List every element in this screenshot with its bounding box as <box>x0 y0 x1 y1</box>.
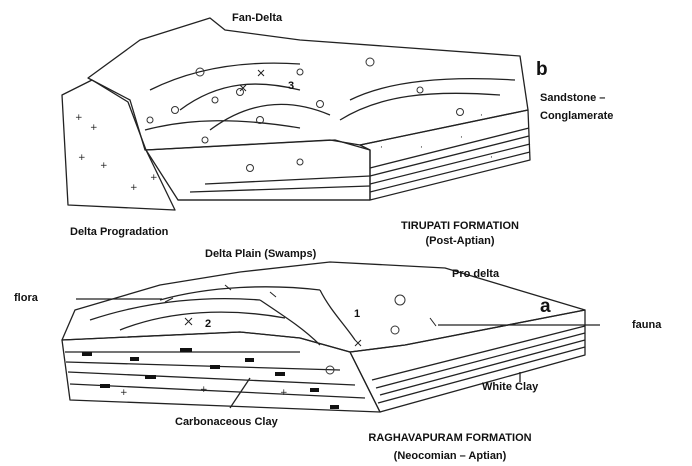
block-b-letter: b <box>536 63 548 76</box>
lower-block-front-face <box>62 332 380 412</box>
svg-text:+: + <box>78 153 86 163</box>
delta-plain-label: Delta Plain (Swamps) <box>205 248 316 261</box>
svg-text:+: + <box>150 173 158 183</box>
svg-text:+: + <box>75 113 83 123</box>
tirupati-formation-label: TIRUPATI FORMATION <box>375 220 545 233</box>
fauna-label: fauna <box>632 319 661 332</box>
upper-block-front-face <box>146 140 370 200</box>
zone-number-2: 2 <box>205 318 211 330</box>
block-a-letter: a <box>540 300 551 313</box>
raghavapuram-age-label: (Neocomian – Aptian) <box>335 450 565 463</box>
upper-block-top-surface <box>88 18 528 150</box>
svg-text:+: + <box>130 183 138 193</box>
zone-number-3: 3 <box>288 80 294 92</box>
upper-block-left-mound <box>62 80 175 210</box>
svg-text:·: · <box>480 111 483 121</box>
flora-label: flora <box>14 292 38 305</box>
svg-text:·: · <box>460 133 463 143</box>
svg-text:+: + <box>120 388 128 398</box>
upper-block-right-face <box>360 110 530 200</box>
svg-text:+: + <box>90 123 98 133</box>
raghavapuram-formation-label: RAGHAVAPURAM FORMATION <box>335 432 565 445</box>
svg-text:·: · <box>380 143 383 153</box>
svg-text:·: · <box>420 143 423 153</box>
svg-text:+: + <box>200 385 208 395</box>
tirupati-age-label: (Post-Aptian) <box>375 235 545 248</box>
sandstone-conglomerate-label: Sandstone – Conglamerate <box>540 89 613 125</box>
svg-text:+: + <box>280 388 288 398</box>
zone-number-1: 1 <box>354 308 360 320</box>
svg-text:+: + <box>100 161 108 171</box>
fan-delta-label: Fan-Delta <box>232 12 282 25</box>
delta-progradation-label: Delta Progradation <box>70 226 168 239</box>
carbonaceous-clay-label: Carbonaceous Clay <box>175 416 278 429</box>
svg-text:·: · <box>490 153 493 163</box>
white-clay-label: White Clay <box>482 381 538 394</box>
pro-delta-label: Pro delta <box>452 268 499 281</box>
